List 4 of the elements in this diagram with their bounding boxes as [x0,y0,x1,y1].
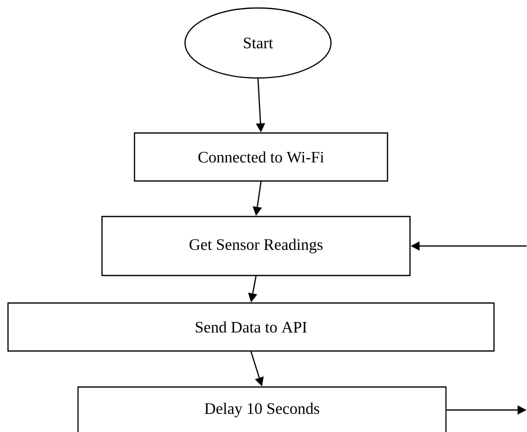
process-box: Delay 10 Seconds [77,386,447,432]
process-box: Connected to Wi-Fi [134,132,388,182]
process-box: Get Sensor Readings [101,216,411,276]
process-box: Send Data to API [7,302,495,352]
